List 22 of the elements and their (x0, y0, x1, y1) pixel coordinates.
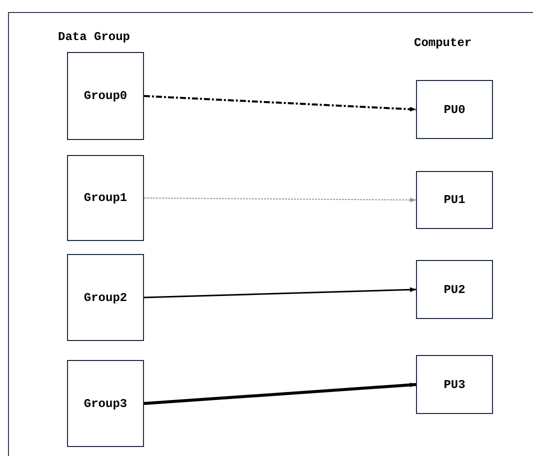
process-box (67, 155, 144, 241)
process-box (67, 52, 144, 140)
box-label: Group2 (84, 290, 128, 306)
arrow (144, 95, 416, 112)
process-box (416, 260, 493, 319)
process-box (416, 80, 493, 139)
box-label: PU0 (444, 102, 466, 118)
box-label: PU3 (444, 376, 466, 394)
arrow (144, 198, 416, 202)
box-label: PU2 (444, 282, 466, 298)
box-label: Group1 (84, 190, 128, 207)
box-label: PU1 (444, 192, 466, 209)
box-label: Group3 (84, 396, 128, 412)
box-label: Group0 (84, 88, 128, 105)
process-box (67, 360, 144, 447)
process-box (416, 171, 493, 229)
arrow (144, 287, 416, 298)
column-heading: Computer (414, 35, 472, 52)
arrow (144, 382, 416, 405)
column-heading: Data Group (58, 29, 130, 46)
process-box (67, 254, 144, 341)
process-box (416, 355, 493, 414)
